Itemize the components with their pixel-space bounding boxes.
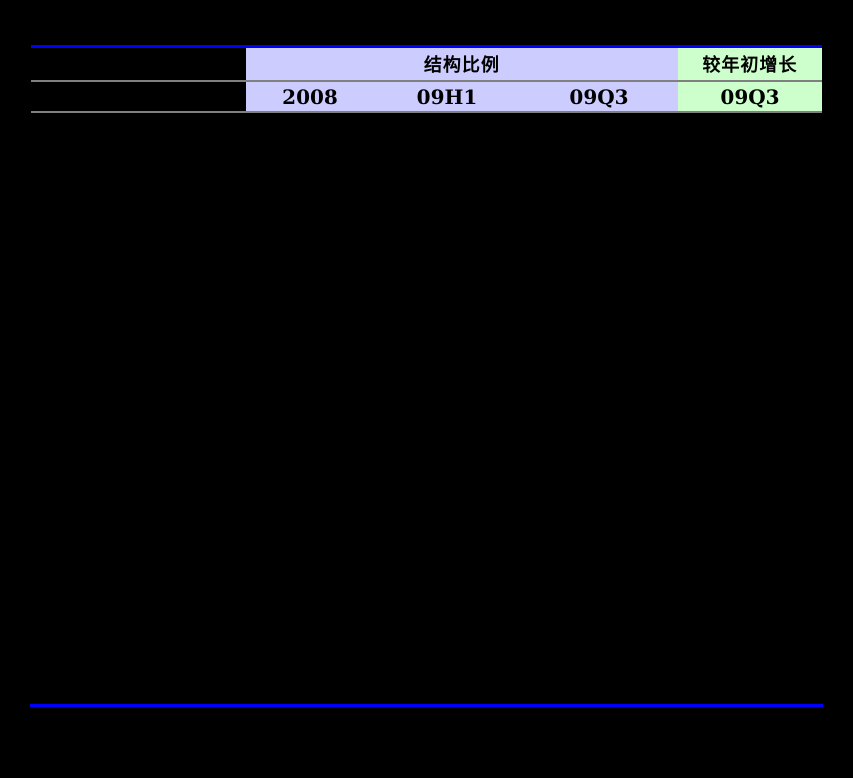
growth-since-year-start-group-header: 较年初增长 xyxy=(678,48,822,80)
column-header-growth-09q3: 09Q3 xyxy=(678,82,822,111)
column-header-2008: 2008 xyxy=(246,82,374,111)
header-bottom-border-line xyxy=(31,111,822,113)
row-label-header-cell xyxy=(31,48,246,80)
header-separator-line xyxy=(31,80,822,82)
structure-ratio-group-header: 结构比例 xyxy=(246,48,678,80)
bottom-divider-rule xyxy=(30,704,823,707)
top-divider-rule xyxy=(31,45,822,48)
row-label-header-cell-2 xyxy=(31,82,246,111)
header-table: 结构比例 较年初增长 2008 09H1 09Q3 09Q3 xyxy=(31,48,822,113)
group-header-row: 结构比例 较年初增长 xyxy=(31,48,822,80)
column-header-09q3: 09Q3 xyxy=(520,82,678,111)
period-header-row: 2008 09H1 09Q3 09Q3 xyxy=(31,82,822,111)
column-header-09h1: 09H1 xyxy=(374,82,520,111)
